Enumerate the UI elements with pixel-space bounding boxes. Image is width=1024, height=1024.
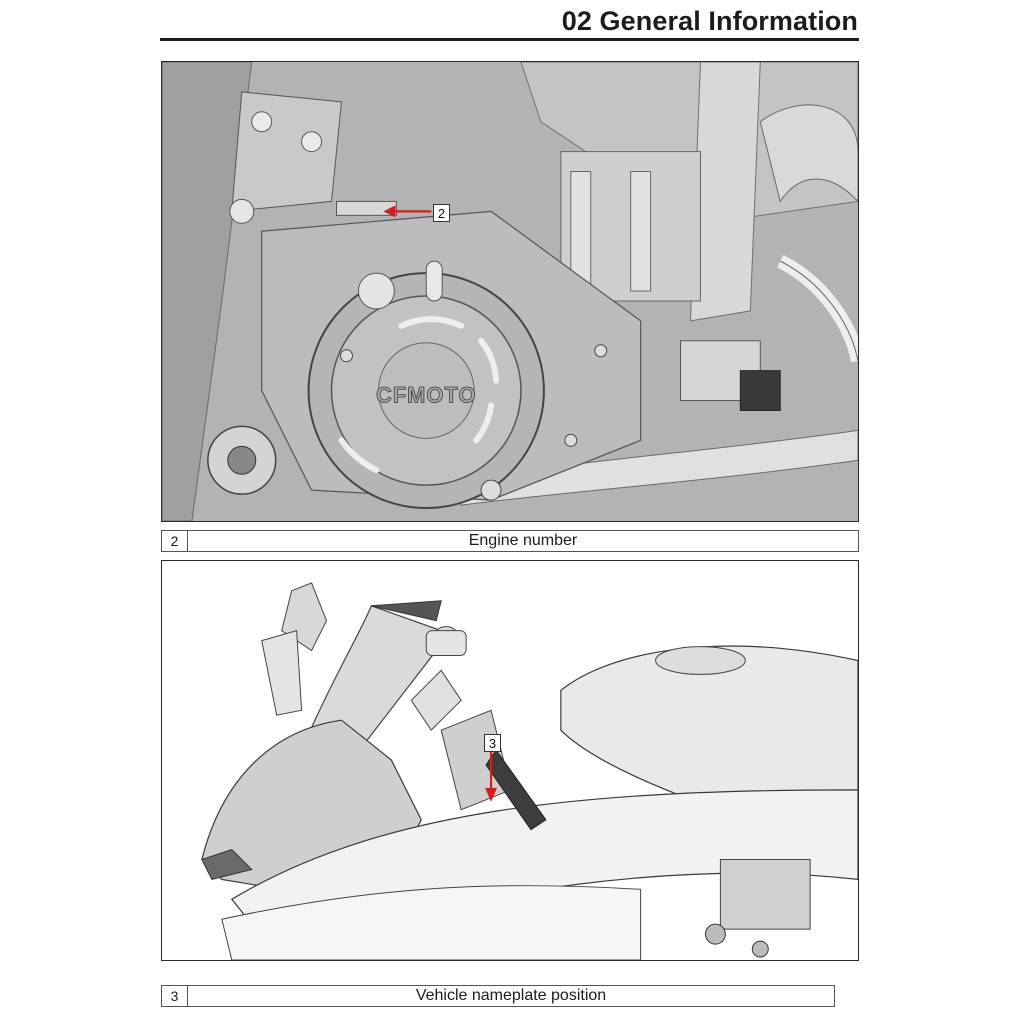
engine-figure: CFMOTO 2 bbox=[161, 61, 859, 522]
callout-2: 2 bbox=[433, 204, 450, 222]
caption-label: Engine number bbox=[468, 532, 578, 549]
caption-label: Vehicle nameplate position bbox=[415, 987, 607, 1004]
motorcycle-illustration bbox=[201, 582, 858, 960]
header-divider bbox=[160, 38, 859, 41]
caption-engine-number: 2 Engine number bbox=[161, 530, 859, 552]
caption-vehicle-nameplate: 3 Vehicle nameplate position bbox=[161, 985, 835, 1007]
section-title: 02 General Information bbox=[561, 6, 858, 36]
nameplate-figure: 3 bbox=[161, 560, 859, 961]
caption-number: 3 bbox=[162, 986, 188, 1006]
caption-number: 2 bbox=[162, 531, 188, 551]
cfmoto-logo: CFMOTO bbox=[376, 383, 477, 408]
engine-illustration: CFMOTO bbox=[162, 62, 858, 521]
callout-3: 3 bbox=[484, 734, 501, 752]
